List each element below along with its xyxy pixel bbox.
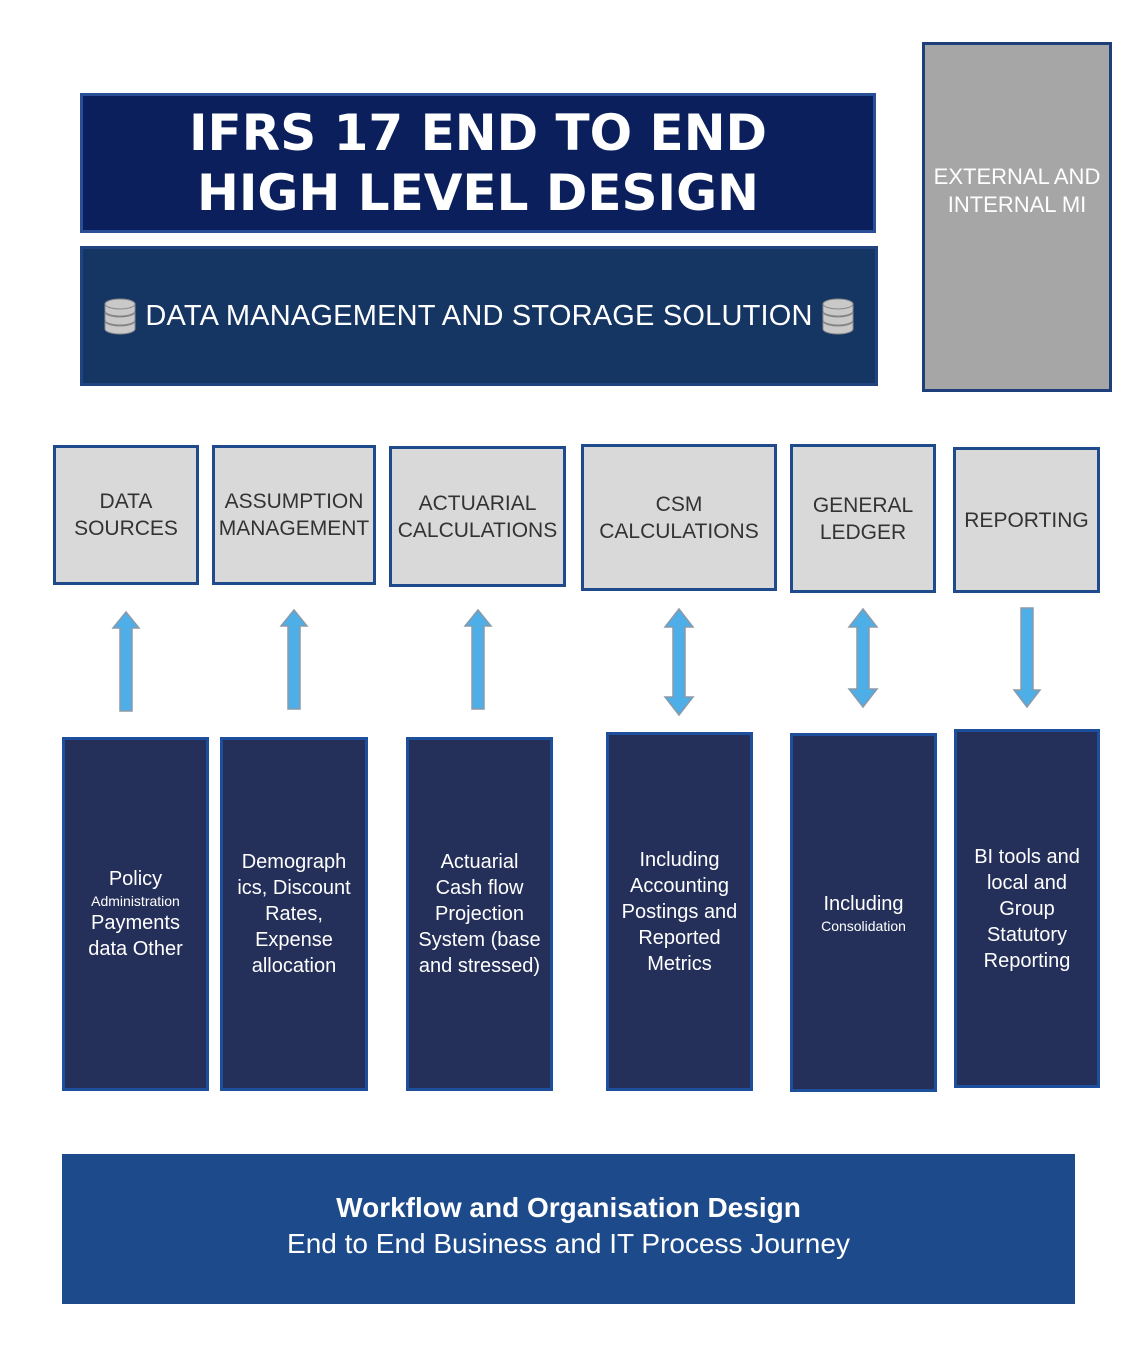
description-general-ledger: Including Consolidation (790, 733, 937, 1092)
category-reporting: REPORTING (953, 447, 1100, 593)
arrow-double-icon (663, 607, 695, 717)
arrow-double-icon (847, 607, 879, 709)
arrow-up-icon (111, 610, 141, 712)
category-actuarial-calculations: ACTUARIAL CALCULATIONS (389, 446, 566, 587)
arrow-down-icon (1012, 607, 1042, 709)
footer-subtitle: End to End Business and IT Process Journ… (287, 1228, 850, 1259)
data-management-label: DATA MANAGEMENT AND STORAGE SOLUTION (145, 299, 813, 332)
description-text: Including Accounting Postings and Report… (621, 848, 738, 975)
description-data-sources: Policy Administration Payments data Othe… (62, 737, 209, 1091)
description-text: Actuarial Cash flow Projection System (b… (418, 851, 541, 977)
description-text: BI tools and local and Group Statutory R… (974, 845, 1080, 972)
footer-title: Workflow and Organisation Design (336, 1192, 801, 1223)
database-icon (822, 298, 854, 335)
category-data-sources: DATA SOURCES (53, 445, 199, 585)
description-line: Payments data Other (88, 912, 183, 960)
description-small: Administration (91, 893, 180, 909)
description-actuarial-calculations: Actuarial Cash flow Projection System (b… (406, 737, 553, 1091)
description-reporting: BI tools and local and Group Statutory R… (954, 729, 1100, 1088)
category-label: DATA SOURCES (74, 490, 178, 540)
workflow-footer: Workflow and Organisation Design End to … (62, 1154, 1075, 1304)
category-assumption-management: ASSUMPTION MANAGEMENT (212, 445, 376, 585)
database-icon (104, 298, 136, 335)
description-small: Consolidation (821, 917, 906, 934)
arrow-up-icon (279, 608, 309, 710)
description-csm-calculations: Including Accounting Postings and Report… (606, 732, 753, 1091)
title-text: IFRS 17 END TO END HIGH LEVEL DESIGN (188, 104, 768, 222)
category-label: GENERAL LEDGER (812, 493, 914, 544)
description-assumption-management: Demograph ics, Discount Rates, Expense a… (220, 737, 368, 1091)
category-general-ledger: GENERAL LEDGER (790, 444, 936, 593)
category-label: REPORTING (964, 508, 1089, 532)
category-csm-calculations: CSM CALCULATIONS (581, 444, 777, 591)
description-text: Demograph ics, Discount Rates, Expense a… (237, 851, 351, 977)
data-management-panel: DATA MANAGEMENT AND STORAGE SOLUTION (80, 246, 878, 386)
external-internal-mi-box: EXTERNAL AND INTERNAL MI (922, 42, 1112, 392)
category-label: ACTUARIAL CALCULATIONS (397, 491, 558, 542)
category-label: CSM CALCULATIONS (599, 492, 759, 543)
description-line: Including (823, 892, 904, 915)
category-label: ASSUMPTION MANAGEMENT (218, 490, 370, 540)
description-line: Policy (108, 868, 163, 890)
mi-label: EXTERNAL AND INTERNAL MI (933, 164, 1101, 217)
page-title: IFRS 17 END TO END HIGH LEVEL DESIGN (80, 93, 876, 233)
arrow-up-icon (463, 608, 493, 710)
